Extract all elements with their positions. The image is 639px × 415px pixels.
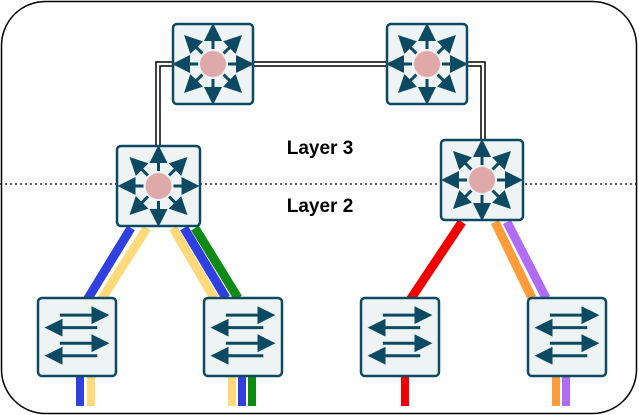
link-purple — [502, 219, 551, 301]
layer2-label: Layer 2 — [287, 196, 354, 217]
layer2-switch-icon — [367, 306, 433, 365]
dist-left-device — [115, 144, 202, 228]
access-1-device — [36, 296, 118, 378]
link-green — [191, 225, 242, 301]
layer3-switch-icon — [386, 23, 468, 105]
access-links — [76, 219, 570, 406]
devices — [36, 22, 608, 378]
layer2-switch-icon — [44, 306, 110, 365]
layer3-label: Layer 3 — [287, 138, 354, 159]
core-left-device — [171, 22, 255, 106]
layer2-switch-icon — [534, 306, 600, 365]
layer3-switch-icon — [441, 139, 523, 221]
layer3-switch-icon — [172, 23, 254, 105]
link-orange — [490, 220, 537, 300]
link-red — [406, 219, 466, 303]
layer3-switch-icon — [117, 145, 200, 227]
access-2-device — [202, 296, 284, 378]
core-right-device — [385, 22, 469, 106]
link-yellow — [97, 225, 151, 303]
dist-right-device — [439, 138, 525, 222]
link-blue — [83, 225, 135, 303]
link-blue — [180, 225, 230, 301]
core-ring-link — [155, 61, 486, 150]
layer2-switch-icon — [210, 306, 276, 365]
link-yellow — [169, 225, 218, 301]
access-3-device — [359, 296, 441, 378]
access-4-device — [526, 296, 608, 378]
